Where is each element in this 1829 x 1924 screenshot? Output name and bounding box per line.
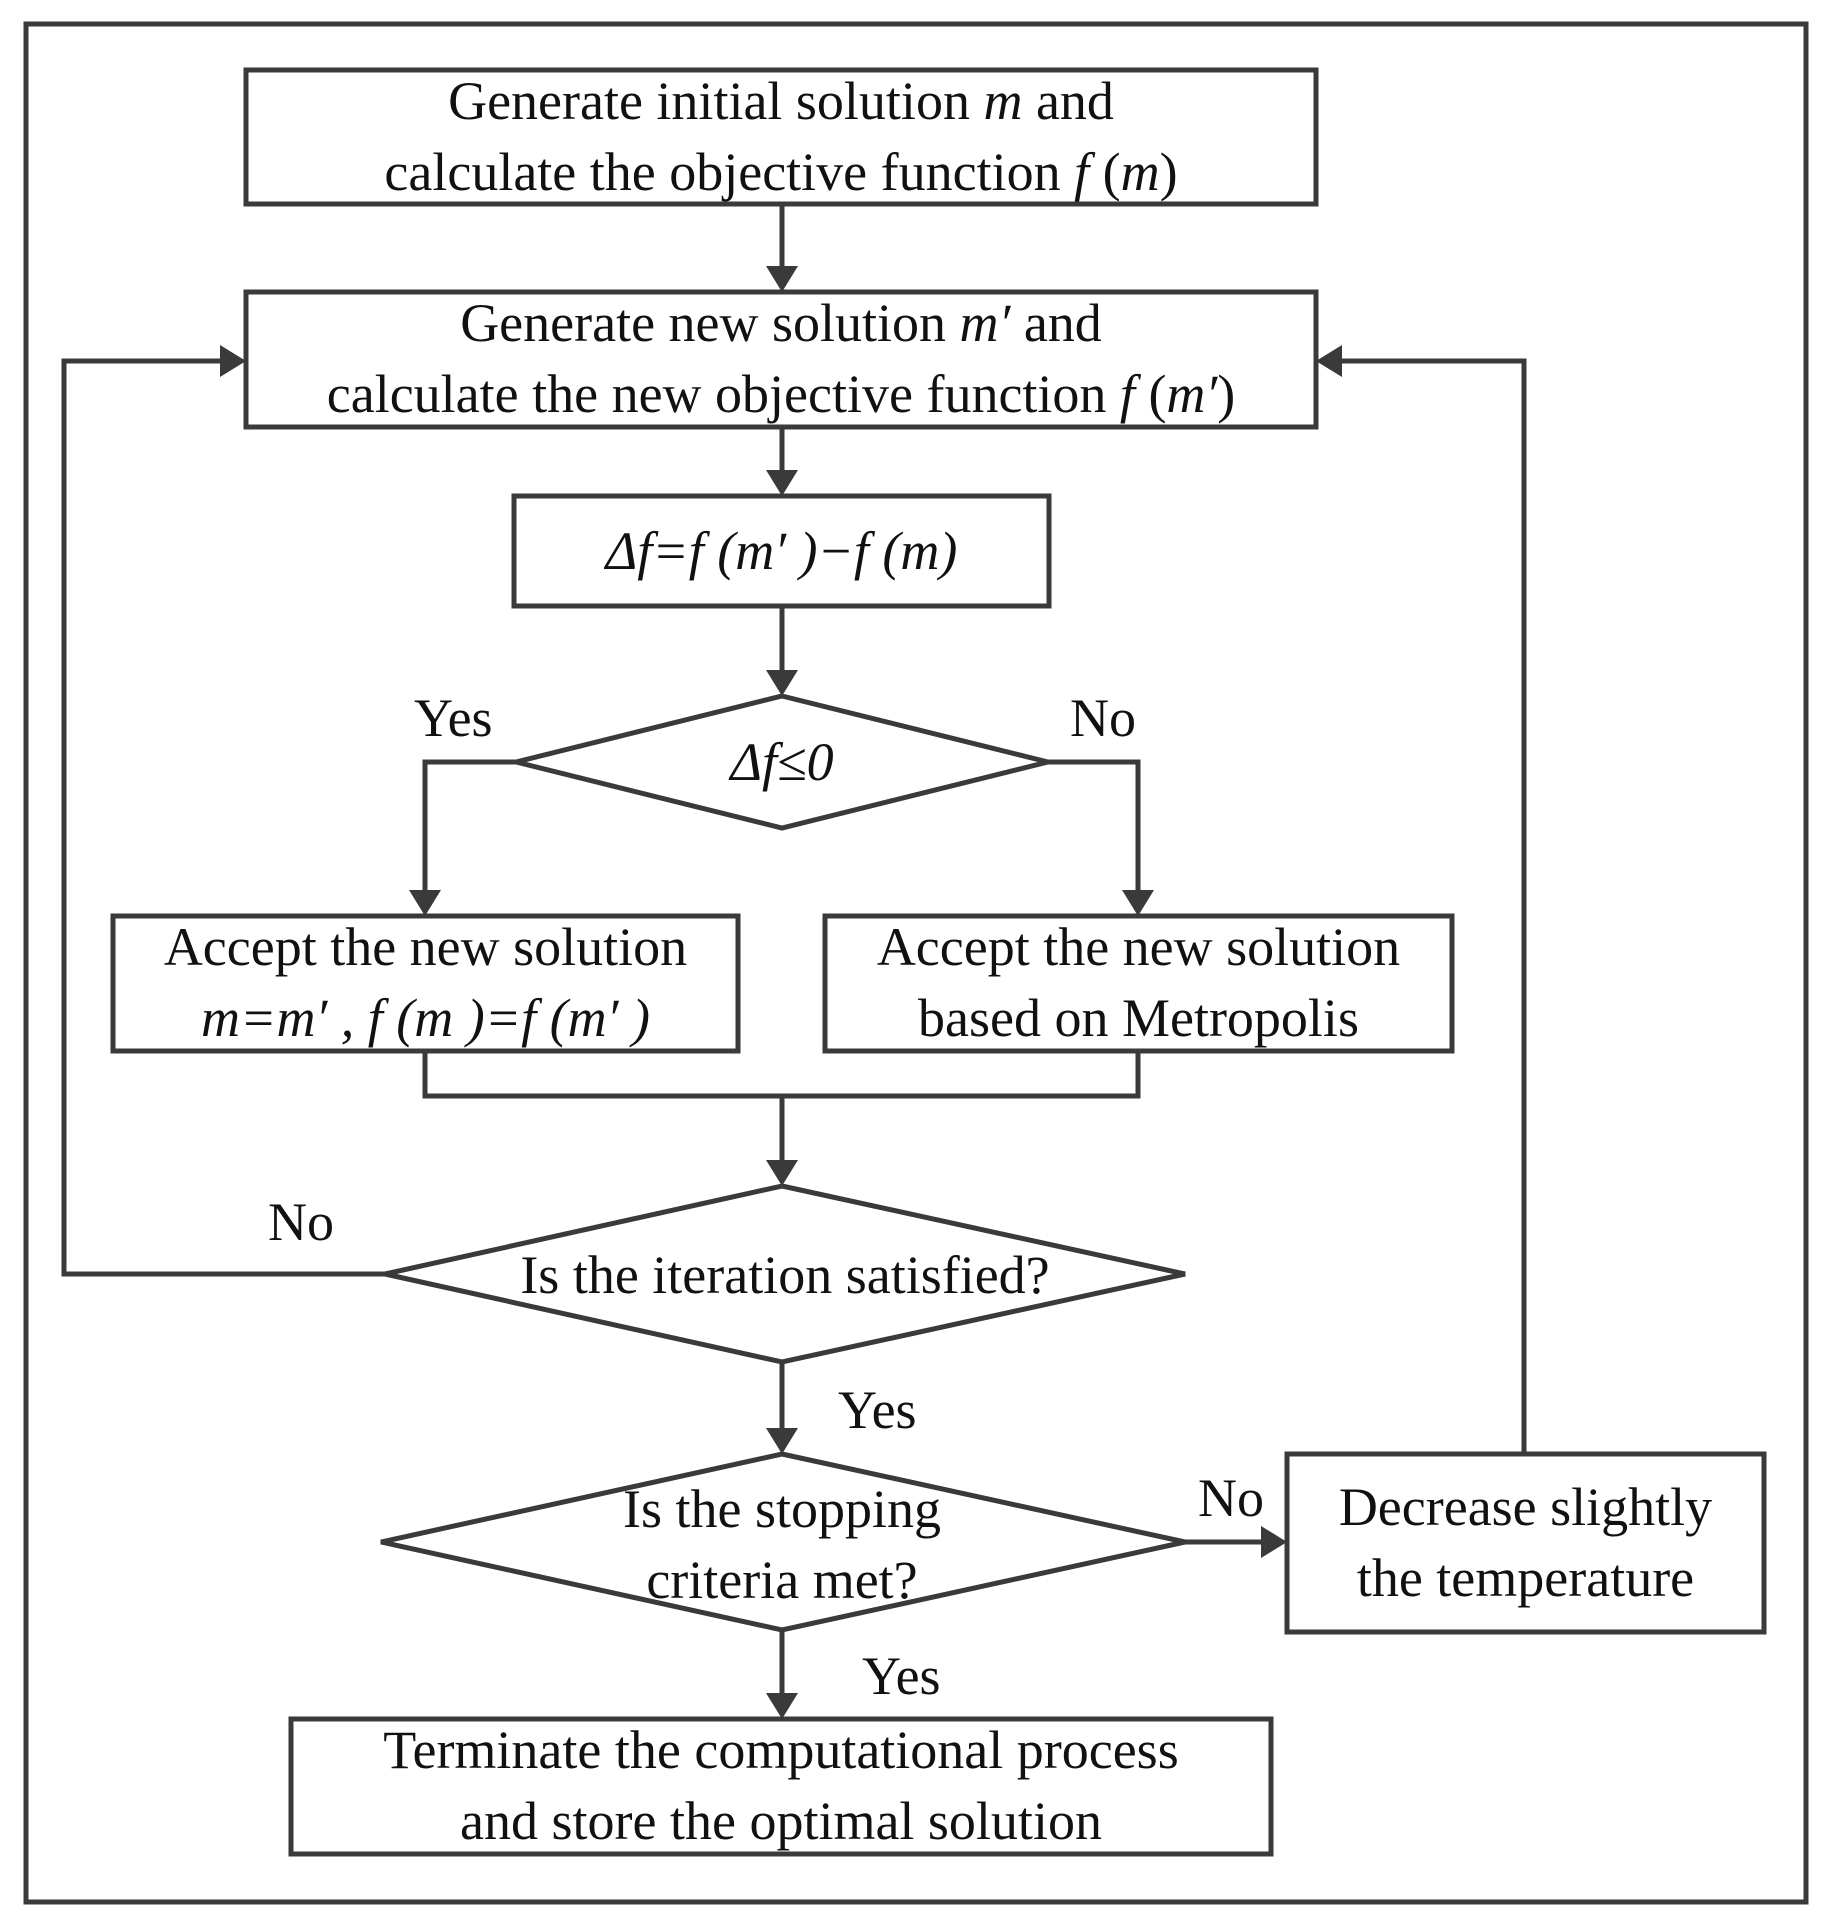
init-label: Generate initial solution m and calculat… (384, 71, 1178, 202)
new-solution-label: Generate new solution m′ and calculate t… (326, 293, 1236, 424)
terminate-label: Terminate the computational process and … (383, 1720, 1179, 1851)
delta-label: Δf=f (m′ )−f (m) (605, 520, 958, 581)
decision-delta-diamond (515, 693, 1049, 831)
arrowhead-to-iteration (766, 1160, 798, 1186)
arrowhead-loop-right (1316, 345, 1342, 377)
arrowhead-to-stopping (766, 1428, 798, 1454)
arrowhead-to-accept (409, 890, 441, 916)
arrowhead-delta-to-decision (766, 670, 798, 696)
connector-decrease-loop (1340, 358, 1527, 1454)
metropolis-label: Accept the new solution based on Metropo… (876, 917, 1401, 1048)
connector-yes-to-accept (422, 759, 516, 892)
decrease-label: Decrease slightly the temperature (1338, 1477, 1713, 1608)
connector-merge (422, 1051, 1141, 1099)
arrowhead-init-to-new (766, 266, 798, 292)
arrowhead-to-terminate (766, 1693, 798, 1719)
edge-label-stopping-no: No (1198, 1468, 1264, 1528)
edge-label-iteration-no: No (268, 1192, 334, 1252)
decision-iteration-label: Is the iteration satisfied? (520, 1244, 1050, 1305)
arrowhead-loop-left (220, 345, 246, 377)
arrowhead-to-decrease (1261, 1526, 1287, 1558)
arrowhead-new-to-delta (766, 470, 798, 496)
decision-delta-label: Δf≤0 (730, 731, 834, 792)
connector-no-to-metropolis (1048, 759, 1141, 892)
edge-label-delta-no: No (1070, 688, 1136, 748)
outer-frame (23, 21, 1809, 1905)
terminate-box (288, 1716, 1274, 1857)
edge-label-iteration-yes: Yes (838, 1380, 917, 1440)
arrowhead-to-metropolis (1122, 890, 1154, 916)
decision-stopping-label: Is the stopping criteria met? (623, 1479, 941, 1610)
connector-iteration-no-loop (61, 358, 385, 1277)
accept-label: Accept the new solution m=m′ , f (m )=f … (163, 917, 688, 1048)
edge-label-delta-yes: Yes (414, 688, 493, 748)
edge-label-stopping-yes: Yes (862, 1646, 941, 1706)
